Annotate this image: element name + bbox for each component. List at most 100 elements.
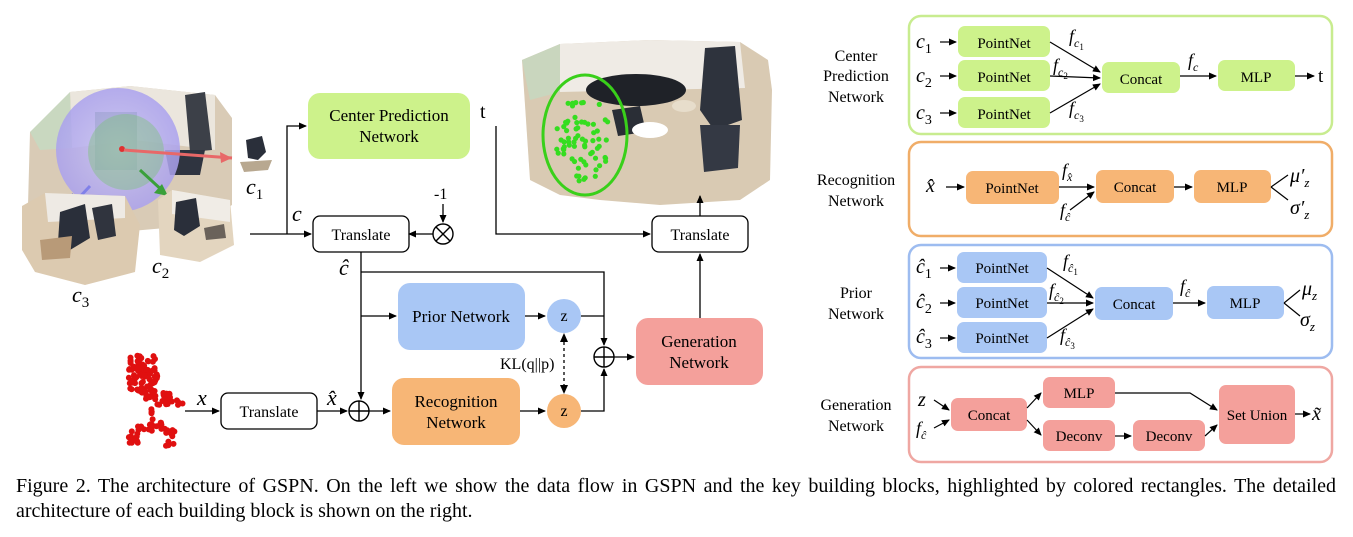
detected-point: [565, 100, 571, 106]
prior-concat: [1095, 287, 1173, 320]
chair-point: [125, 374, 132, 381]
recognition-mlp-label: MLP: [1217, 180, 1248, 196]
detected-point: [594, 145, 601, 151]
chair-point: [175, 399, 182, 405]
chair-point: [146, 394, 153, 401]
prior-pointnet-3: [957, 322, 1047, 353]
detected-point: [576, 173, 582, 179]
detected-point: [588, 151, 594, 157]
prior-network-box: [398, 283, 525, 350]
center-prediction-box: [308, 93, 470, 159]
detected-point: [574, 120, 580, 126]
recognition-mlp: [1194, 170, 1271, 203]
multiply-operator: [432, 223, 454, 245]
chair-point: [128, 386, 135, 393]
generation-network-box: [636, 318, 763, 385]
z-label-prior: z: [560, 308, 567, 325]
plus-operator-right: [593, 346, 615, 368]
translate-label-right: Translate: [671, 227, 730, 244]
panel-label-generation-2: Network: [828, 418, 884, 435]
chair-point: [145, 358, 152, 365]
detected-point: [590, 138, 596, 144]
panel-label-generation-1: Generation: [820, 397, 891, 414]
center-pointnet-1-label: PointNet: [977, 36, 1031, 52]
generation-deconv-1: [1043, 420, 1115, 451]
detected-point: [581, 159, 587, 165]
detected-point: [573, 100, 579, 106]
detected-point: [592, 155, 599, 161]
label-c3: c3: [72, 282, 89, 311]
scene-crop-c2: [158, 190, 234, 262]
chair-point: [165, 438, 172, 445]
chair-point: [158, 419, 164, 426]
detected-point: [572, 114, 578, 120]
generation-mlp-label: MLP: [1064, 386, 1095, 402]
recognition-pointnet-label: PointNet: [985, 181, 1039, 197]
prior-pointnet-1: [957, 252, 1047, 283]
detected-point: [594, 128, 600, 134]
label-neg-one: -1: [434, 186, 447, 203]
detected-point: [566, 139, 572, 145]
chair-crop-c1: [240, 136, 272, 172]
label-t: t: [480, 101, 486, 123]
chair-point: [148, 410, 155, 417]
generation-mlp: [1043, 377, 1115, 408]
detected-point: [582, 142, 588, 148]
generation-set-union: [1219, 385, 1295, 444]
prior-pointnet-1-label: PointNet: [975, 261, 1029, 277]
pipeline-connections: [185, 122, 704, 415]
chair-point: [153, 375, 160, 382]
detected-point: [571, 143, 578, 149]
detected-point: [590, 121, 597, 127]
detected-point: [596, 136, 602, 142]
detected-point: [582, 119, 588, 125]
detected-point: [561, 144, 567, 150]
input-pointcloud-chair: [125, 352, 186, 449]
chair-point: [169, 427, 176, 434]
svg-text:x̃: x̃: [1311, 403, 1321, 425]
generation-deconv-1-label: Deconv: [1056, 429, 1103, 445]
panel-label-center-1: Center: [835, 48, 878, 65]
prior-mlp: [1207, 286, 1284, 319]
center-concat-label: Concat: [1120, 72, 1163, 88]
chair-point: [152, 396, 159, 403]
chair-point: [165, 391, 172, 398]
translate-label-top: Translate: [332, 227, 391, 244]
detected-points: [554, 99, 611, 184]
center-pointnet-2: [958, 60, 1050, 91]
center-prediction-label: Center Prediction: [329, 106, 449, 125]
chair-point: [128, 366, 135, 373]
chair-point: [163, 401, 170, 408]
chair-point: [135, 364, 141, 371]
plus-operator-bottom: [348, 400, 370, 422]
panel-label-center-3: Network: [828, 89, 884, 106]
detected-point: [592, 173, 598, 179]
detected-point: [579, 100, 585, 106]
detected-point: [565, 135, 572, 141]
detected-point: [596, 101, 602, 107]
chair-point: [133, 374, 140, 381]
translate-label-bottom: Translate: [240, 404, 299, 421]
detected-point: [579, 136, 586, 142]
svg-text:μ′z: μ′z: [1289, 165, 1309, 190]
panel-label-recognition-1: Recognition: [817, 172, 895, 189]
chair-point: [128, 428, 135, 435]
chair-point: [163, 429, 170, 436]
generation-deconv-2: [1133, 420, 1205, 451]
region-sphere: [56, 88, 180, 212]
chair-point: [138, 384, 145, 391]
prior-mlp-label: MLP: [1230, 296, 1261, 312]
arrow-red: [123, 148, 233, 160]
generation-concat: [951, 398, 1027, 431]
chair-point: [149, 416, 156, 423]
recognition-network-box: [392, 378, 520, 445]
generation-label: Generation: [661, 332, 737, 351]
chair-point: [127, 357, 134, 364]
prior-concat-label: Concat: [1113, 297, 1156, 313]
z-node-recognition: [547, 394, 581, 428]
chair-point: [125, 434, 132, 441]
center-concat: [1102, 62, 1180, 93]
detected-point: [602, 117, 608, 123]
center-prediction-label-2: Network: [359, 127, 419, 146]
svg-text:fx̂: fx̂: [1062, 160, 1073, 184]
